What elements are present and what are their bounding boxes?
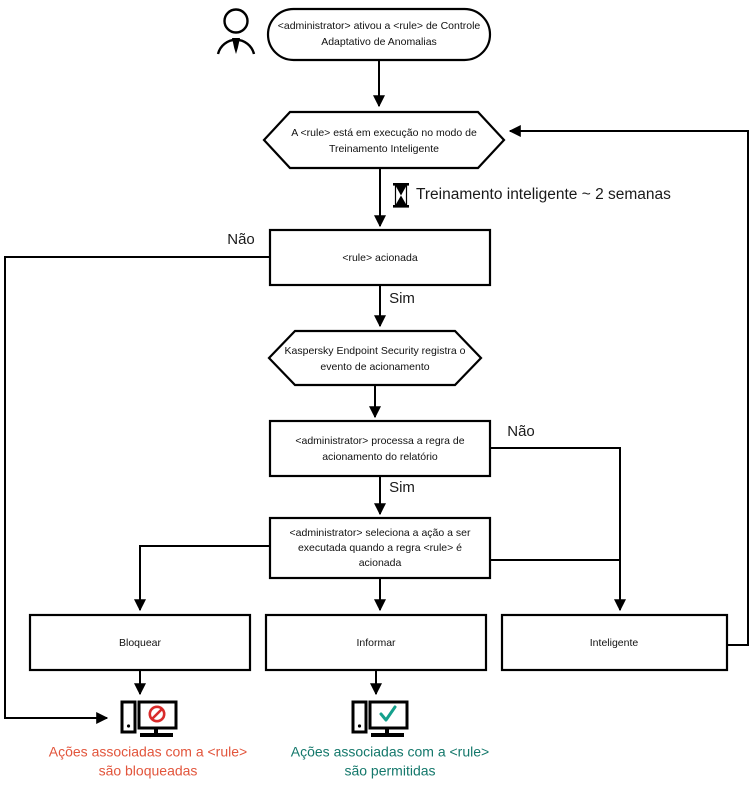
node-rule-triggered[interactable]: <rule> acionada xyxy=(268,228,492,287)
node-action-smart[interactable]: Inteligente xyxy=(500,613,729,672)
node-action-inform[interactable]: Informar xyxy=(264,613,488,672)
outcome-allowed-line2: são permitidas xyxy=(344,763,435,779)
node-admin-processes-line2: acionamento do relatório xyxy=(322,451,438,463)
node-training-mode-line1: A <rule> está em execução no modo de xyxy=(291,127,477,139)
node-training-mode[interactable]: A <rule> está em execução no modo de Tre… xyxy=(262,110,506,170)
edge-label-processes-yes: Sim xyxy=(389,479,415,496)
outcome-blocked-line1: Ações associadas com a <rule> xyxy=(49,744,247,760)
node-start-line2: Adaptativo de Anomalias xyxy=(321,36,437,48)
node-kes-logs-line1: Kaspersky Endpoint Security registra o xyxy=(285,345,466,357)
outcome-allowed-text: Ações associadas com a <rule> são permit… xyxy=(291,744,489,779)
node-kes-logs-event[interactable]: Kaspersky Endpoint Security registra o e… xyxy=(267,329,483,387)
edge-label-processes-no: Não xyxy=(507,423,535,440)
node-action-inform-label: Informar xyxy=(356,637,396,649)
node-action-block-label: Bloquear xyxy=(119,637,162,649)
training-duration-note: Treinamento inteligente ~ 2 semanas xyxy=(416,186,671,203)
outcome-blocked-text: Ações associadas com a <rule> são bloque… xyxy=(49,744,247,779)
edge-label-triggered-yes: Sim xyxy=(389,290,415,307)
node-action-block[interactable]: Bloquear xyxy=(28,613,252,672)
edge-processes-no xyxy=(490,447,626,612)
outcome-allowed-line1: Ações associadas com a <rule> xyxy=(291,744,489,760)
node-rule-triggered-line1: <rule> acionada xyxy=(342,252,417,264)
node-admin-processes-report[interactable]: <administrator> processa a regra de acio… xyxy=(268,419,492,478)
edge-label-triggered-no: Não xyxy=(227,231,255,248)
node-admin-processes-line1: <administrator> processa a regra de xyxy=(295,435,464,447)
person-icon xyxy=(216,8,256,55)
node-admin-selects-line3: acionada xyxy=(359,557,402,569)
node-start[interactable]: <administrator> ativou a <rule> de Contr… xyxy=(266,7,492,62)
node-action-smart-label: Inteligente xyxy=(590,637,639,649)
computer-allowed-icon xyxy=(351,700,409,737)
node-admin-selects-action[interactable]: <administrator> seleciona a ação a ser e… xyxy=(268,516,492,580)
node-admin-selects-line1: <administrator> seleciona a ação a ser xyxy=(290,527,471,539)
hourglass-icon xyxy=(393,183,409,208)
edge-selects-to-block xyxy=(134,545,270,612)
node-kes-logs-line2: evento de acionamento xyxy=(320,361,429,373)
edge-triggered-no xyxy=(4,256,270,724)
node-admin-selects-line2: executada quando a regra <rule> é xyxy=(298,542,462,554)
node-training-mode-line2: Treinamento Inteligente xyxy=(329,143,439,155)
computer-blocked-icon xyxy=(120,700,178,737)
node-start-line1: <administrator> ativou a <rule> de Contr… xyxy=(278,20,481,32)
edge-smart-loop-back xyxy=(508,125,749,646)
outcome-blocked-line2: são bloqueadas xyxy=(99,763,198,779)
